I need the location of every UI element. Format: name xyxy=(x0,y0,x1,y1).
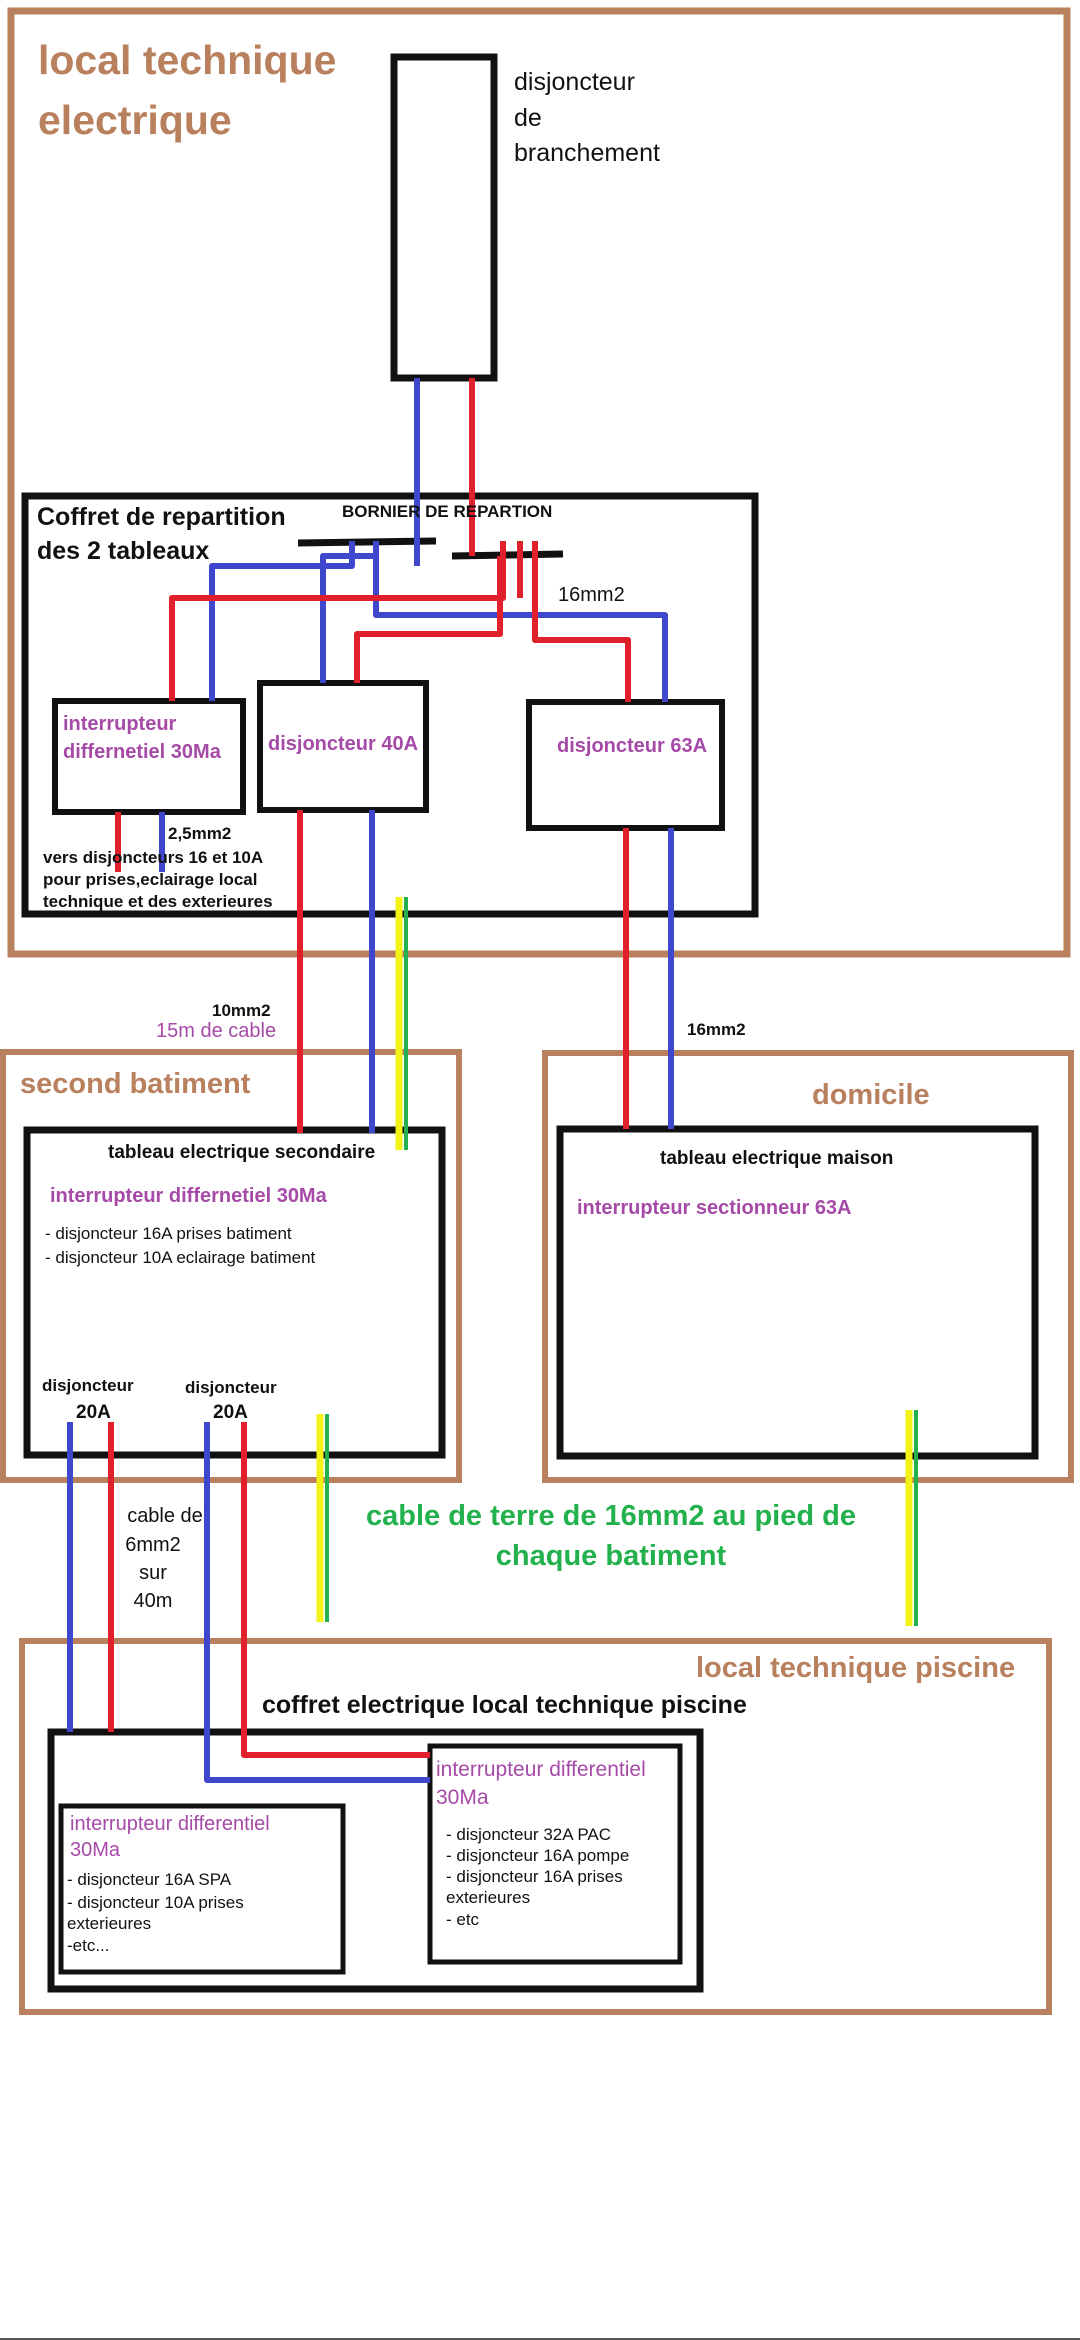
second-batiment-title: second batiment xyxy=(20,1068,251,1100)
disjoncteur-63a-box xyxy=(526,699,725,831)
vers-disjoncteurs-2: pour prises,eclairage local xyxy=(43,870,257,889)
piscine-left-interrupteur-2: 30Ma xyxy=(70,1839,121,1861)
piscine-left-item-4: -etc... xyxy=(67,1936,110,1955)
label-10mm2: 10mm2 xyxy=(212,1001,271,1020)
disjoncteur-branchement-label-1: disjoncteur xyxy=(514,68,635,96)
cable-6mm2-1: cable de xyxy=(127,1505,203,1527)
domicile-title: domicile xyxy=(812,1079,930,1111)
second-item-1: - disjoncteur 16A prises batiment xyxy=(45,1224,292,1243)
second-disj1-label-2: 20A xyxy=(76,1402,111,1423)
piscine-left-item-3: exterieures xyxy=(67,1914,151,1933)
interrupteur-30ma-label-2: differnetiel 30Ma xyxy=(63,741,222,763)
piscine-right-interrupteur-2: 30Ma xyxy=(436,1786,489,1809)
local-technique-title-1: local technique xyxy=(38,37,336,83)
disjoncteur-63a-label: disjoncteur 63A xyxy=(557,735,707,757)
coffret-repartition-title-1: Coffret de repartition xyxy=(37,503,286,531)
second-disj1-label-1: disjoncteur xyxy=(42,1376,134,1395)
cable-terre-label-2: chaque batiment xyxy=(496,1540,727,1572)
second-interrupteur-label: interrupteur differnetiel 30Ma xyxy=(50,1185,328,1207)
bornier-bar-left xyxy=(297,537,437,547)
piscine-right-interrupteur-box xyxy=(427,1743,683,1965)
piscine-right-item-4: exterieures xyxy=(446,1888,530,1907)
second-batiment-frame xyxy=(0,1049,462,1483)
tableau-maison-box xyxy=(556,1125,1039,1460)
label-25mm2: 2,5mm2 xyxy=(168,824,231,843)
disjoncteur-branchement-label-2: de xyxy=(514,104,542,132)
label-16mm2-top: 16mm2 xyxy=(558,584,625,606)
bornier-bar-right xyxy=(451,550,564,560)
piscine-title: local technique piscine xyxy=(696,1652,1015,1684)
label-16mm2-right: 16mm2 xyxy=(687,1020,746,1039)
disjoncteur-40a-box xyxy=(257,680,429,813)
second-item-2: - disjoncteur 10A eclairage batiment xyxy=(45,1248,316,1267)
cable-6mm2-3: sur xyxy=(139,1562,167,1584)
cable-6mm2-2: 6mm2 xyxy=(125,1534,181,1556)
coffret-piscine-box xyxy=(47,1728,704,1993)
vers-disjoncteurs-3: technique et des exterieures xyxy=(43,892,273,911)
domicile-frame xyxy=(542,1050,1074,1483)
neutral-wires xyxy=(67,378,674,1783)
piscine-frame xyxy=(19,1638,1052,2015)
interrupteur-30ma-box xyxy=(52,698,246,815)
phase-wires xyxy=(108,378,631,1758)
local-technique-frame xyxy=(7,7,1071,958)
tableau-secondaire-label: tableau electrique secondaire xyxy=(108,1142,375,1163)
bornier-label: BORNIER DE REPARTION xyxy=(342,502,552,521)
disjoncteur-40a-label: disjoncteur 40A xyxy=(268,733,418,755)
cable-6mm2-4: 40m xyxy=(134,1590,173,1612)
coffret-repartition-title-2: des 2 tableaux xyxy=(37,537,209,565)
piscine-right-item-1: - disjoncteur 32A PAC xyxy=(446,1825,611,1844)
coffret-repartition-box xyxy=(21,492,759,918)
coffret-piscine-label: coffret electrique local technique pisci… xyxy=(262,1691,747,1719)
disjoncteur-branchement-label-3: branchement xyxy=(514,139,660,167)
domicile-interrupteur-label: interrupteur sectionneur 63A xyxy=(577,1197,852,1219)
piscine-left-interrupteur-1: interrupteur differentiel xyxy=(70,1813,270,1835)
piscine-right-interrupteur-1: interrupteur differentiel xyxy=(436,1758,646,1781)
label-15m-cable: 15m de cable xyxy=(156,1020,276,1042)
piscine-right-item-2: - disjoncteur 16A pompe xyxy=(446,1846,629,1865)
vers-disjoncteurs-1: vers disjoncteurs 16 et 10A xyxy=(43,848,263,867)
cable-terre-label-1: cable de terre de 16mm2 au pied de xyxy=(366,1500,856,1532)
piscine-right-item-3: - disjoncteur 16A prises xyxy=(446,1867,623,1886)
local-technique-title-2: electrique xyxy=(38,97,232,143)
disjoncteur-branchement-box xyxy=(390,53,498,382)
interrupteur-30ma-label-1: interrupteur xyxy=(63,713,177,735)
piscine-right-item-5: - etc xyxy=(446,1910,480,1929)
piscine-left-item-2: - disjoncteur 10A prises xyxy=(67,1893,244,1912)
earth-cables xyxy=(316,897,918,1626)
second-disj2-label-2: 20A xyxy=(213,1402,248,1423)
piscine-left-item-1: - disjoncteur 16A SPA xyxy=(67,1870,232,1889)
tableau-maison-label: tableau electrique maison xyxy=(660,1148,893,1169)
second-disj2-label-1: disjoncteur xyxy=(185,1378,277,1397)
tableau-secondaire-box xyxy=(23,1126,446,1459)
piscine-left-interrupteur-box xyxy=(58,1803,346,1975)
